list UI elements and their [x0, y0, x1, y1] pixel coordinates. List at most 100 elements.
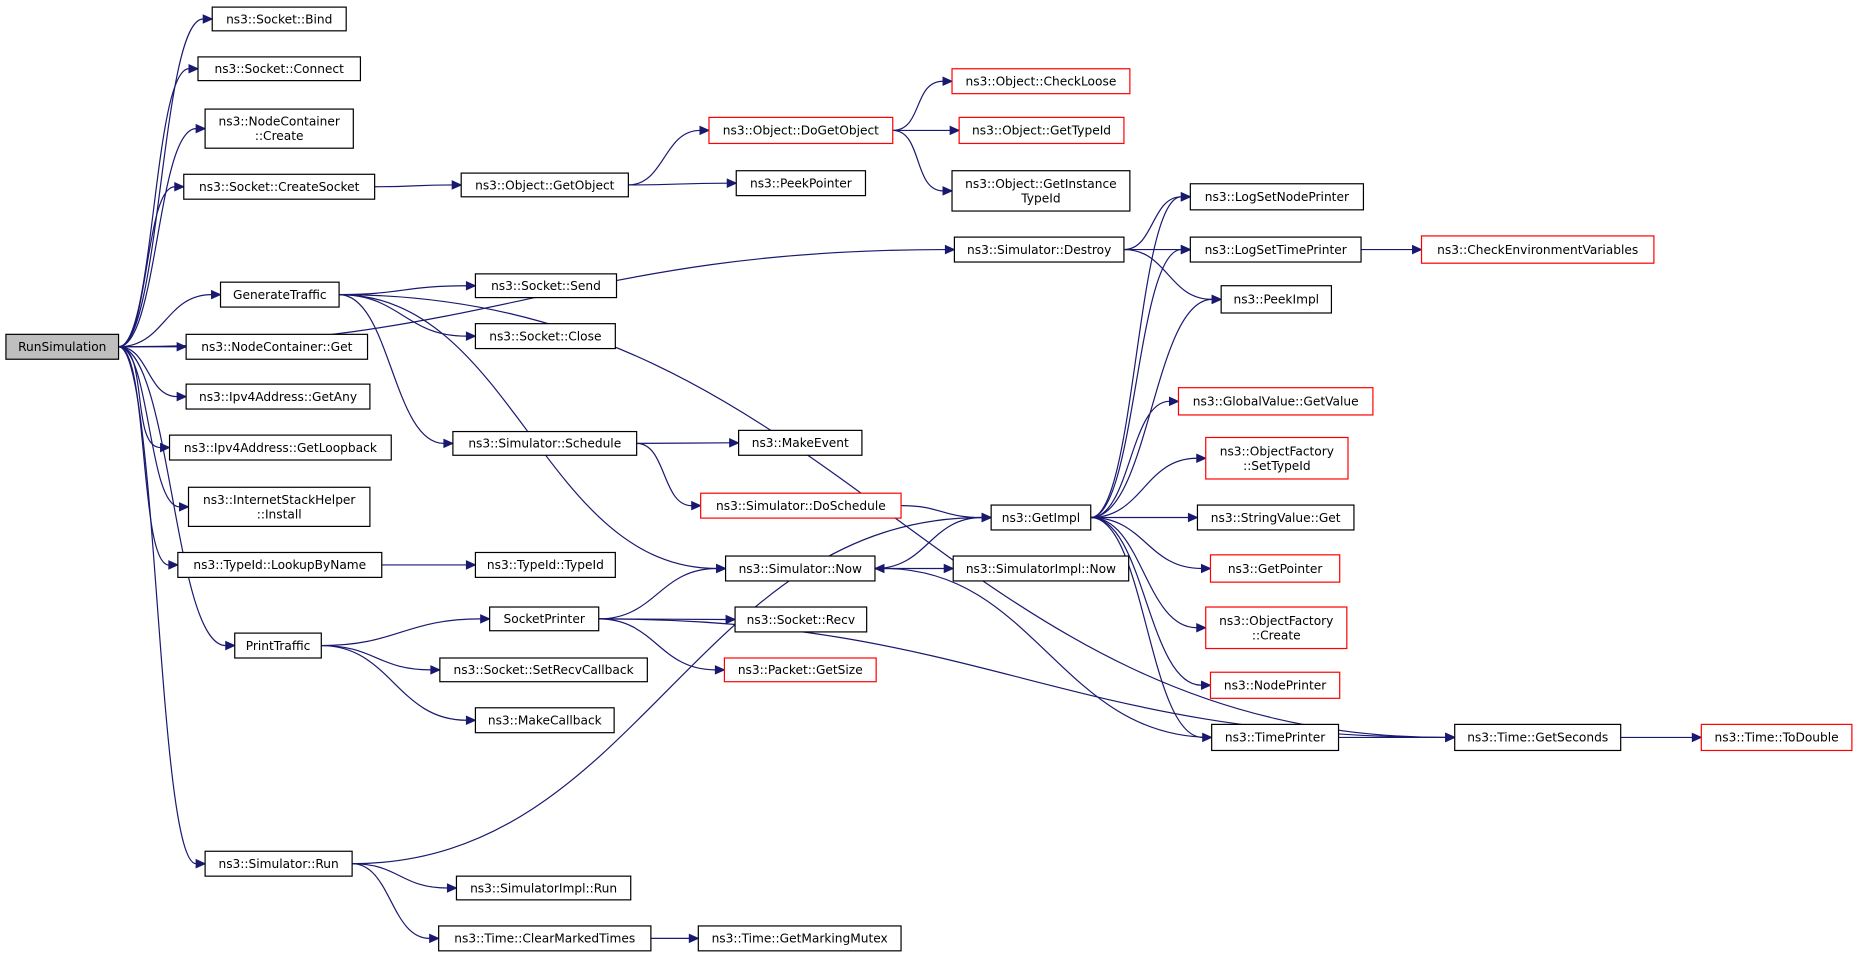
node-time-printer[interactable]: ns3::TimePrinter: [1211, 723, 1340, 752]
node-label: ns3::MakeEvent: [752, 436, 849, 450]
node-label: ns3::Time::ClearMarkedTimes: [454, 932, 635, 946]
node-box: [204, 850, 353, 877]
node-sim-now[interactable]: ns3::Simulator::Now: [724, 555, 876, 582]
node-label: ns3::Socket::Close: [489, 329, 601, 343]
node-box: [219, 281, 340, 308]
node-create-socket[interactable]: ns3::Socket::CreateSocket: [183, 173, 376, 200]
node-label: ns3::Object::CheckLoose: [966, 75, 1117, 89]
node-set-recv-callback[interactable]: ns3::Socket::SetRecvCallback: [439, 657, 648, 683]
edge-socket-printer-to-get-size: [598, 618, 726, 675]
node-label: ns3::Socket::Connect: [214, 62, 344, 76]
node-check-env-vars[interactable]: ns3::CheckEnvironmentVariables: [1420, 235, 1655, 264]
edge-schedule-to-make-event: [636, 438, 740, 448]
node-node-printer[interactable]: ns3::NodePrinter: [1209, 671, 1341, 699]
node-nccreate[interactable]: ns3::NodeContainer::Create: [204, 108, 354, 149]
node-label: ns3::Object::GetTypeId: [972, 124, 1111, 138]
node-box: [1211, 723, 1340, 752]
node-do-get-object[interactable]: ns3::Object::DoGetObject: [708, 116, 894, 145]
node-label: ns3::NodeContainer::Get: [201, 340, 352, 354]
node-print-traffic[interactable]: PrintTraffic: [234, 632, 322, 659]
node-label: GenerateTraffic: [233, 288, 327, 302]
node-box: [1205, 436, 1349, 480]
node-label: ns3::Simulator::Destroy: [967, 243, 1111, 257]
node-label: ns3::Simulator::DoSchedule: [716, 499, 886, 513]
node-connect[interactable]: ns3::Socket::Connect: [197, 56, 362, 82]
node-box: [452, 430, 638, 456]
node-generate-traffic[interactable]: GenerateTraffic: [219, 281, 340, 308]
node-label: ns3::LogSetNodePrinter: [1205, 190, 1350, 204]
node-lookup-by-name[interactable]: ns3::TypeId::LookupByName: [177, 551, 383, 578]
edge-destroy-to-log-set-node-printer: [1123, 192, 1192, 251]
node-schedule[interactable]: ns3::Simulator::Schedule: [452, 430, 638, 456]
node-label: ns3::PeekImpl: [1233, 293, 1319, 307]
node-ofset-type-id[interactable]: ns3::ObjectFactory::SetTypeId: [1205, 436, 1349, 480]
edge-get-impl-to-log-set-node-printer: [1090, 192, 1192, 519]
node-box: [204, 108, 354, 149]
node-get-seconds[interactable]: ns3::Time::GetSeconds: [1454, 723, 1622, 752]
node-gvget-value[interactable]: ns3::GlobalValue::GetValue: [1177, 387, 1374, 416]
node-type-id-type-id[interactable]: ns3::TypeId::TypeId: [474, 551, 616, 578]
edge-do-get-object-to-get-instance-type-id: [892, 129, 954, 196]
edge-run-simulation-to-generate-traffic: [118, 289, 222, 348]
node-send[interactable]: ns3::Socket::Send: [474, 273, 618, 299]
edge-get-impl-to-get-pointer: [1090, 516, 1212, 574]
node-sim-run[interactable]: ns3::Simulator::Run: [204, 850, 353, 877]
node-get-size[interactable]: ns3::Packet::GetSize: [723, 657, 877, 683]
node-box: [1700, 723, 1853, 752]
node-label: ns3::MakeCallback: [488, 714, 603, 728]
node-box: [1205, 606, 1348, 650]
node-box: [185, 333, 369, 360]
node-close[interactable]: ns3::Socket::Close: [474, 323, 616, 350]
node-label: ns3::Time::GetSeconds: [1467, 731, 1608, 745]
node-socket-printer[interactable]: SocketPrinter: [489, 606, 600, 632]
node-log-set-node-printer[interactable]: ns3::LogSetNodePrinter: [1189, 183, 1365, 211]
node-svget[interactable]: ns3::StringValue::Get: [1196, 504, 1355, 531]
edge-get-impl-to-svget: [1090, 512, 1199, 523]
node-log-set-time-printer[interactable]: ns3::LogSetTimePrinter: [1189, 236, 1362, 263]
node-label: ::SetTypeId: [1243, 459, 1311, 473]
edge-sim-run-to-clear-marked-times: [352, 863, 440, 944]
node-sim-impl-run[interactable]: ns3::SimulatorImpl::Run: [455, 875, 632, 901]
edge-generate-traffic-to-close: [339, 294, 477, 341]
node-make-callback[interactable]: ns3::MakeCallback: [474, 707, 615, 734]
node-ofcreate[interactable]: ns3::ObjectFactory::Create: [1205, 606, 1348, 650]
node-run-simulation[interactable]: RunSimulation: [5, 333, 120, 360]
node-check-loose[interactable]: ns3::Object::CheckLoose: [951, 68, 1131, 95]
node-label: ::Install: [257, 507, 302, 521]
node-recv[interactable]: ns3::Socket::Recv: [734, 606, 868, 633]
node-ncget[interactable]: ns3::NodeContainer::Get: [185, 333, 369, 360]
node-label: ns3::Object::GetInstance: [965, 177, 1117, 191]
node-label: RunSimulation: [18, 340, 106, 354]
node-box: [735, 170, 867, 197]
node-get-type-id[interactable]: ns3::Object::GetTypeId: [958, 116, 1125, 145]
node-peek-impl[interactable]: ns3::PeekImpl: [1220, 285, 1333, 314]
node-get-object[interactable]: ns3::Object::GetObject: [460, 172, 629, 198]
node-label: ns3::TypeId::LookupByName: [193, 558, 366, 572]
node-box: [187, 486, 371, 528]
node-bind[interactable]: ns3::Socket::Bind: [211, 6, 347, 32]
edge-clear-marked-times-to-get-marking-mutex: [650, 933, 700, 944]
edge-run-simulation-to-lookup-by-name: [118, 346, 180, 570]
node-box: [738, 429, 863, 456]
node-label: ns3::NodeContainer: [219, 115, 341, 129]
node-get-impl[interactable]: ns3::GetImpl: [990, 504, 1092, 531]
node-do-schedule[interactable]: ns3::Simulator::DoSchedule: [700, 492, 902, 519]
node-get-marking-mutex[interactable]: ns3::Time::GetMarkingMutex: [697, 925, 902, 952]
edge-print-traffic-to-socket-printer: [321, 614, 491, 647]
node-box: [234, 632, 322, 659]
node-make-event[interactable]: ns3::MakeEvent: [738, 429, 863, 456]
node-get-loopback[interactable]: ns3::Ipv4Address::GetLoopback: [168, 434, 392, 461]
node-label: ns3::Simulator::Now: [739, 562, 862, 576]
node-clear-marked-times[interactable]: ns3::Time::ClearMarkedTimes: [438, 925, 652, 952]
node-get-any[interactable]: ns3::Ipv4Address::GetAny: [185, 383, 371, 410]
node-sim-impl-now[interactable]: ns3::SimulatorImpl::Now: [952, 555, 1130, 582]
node-install[interactable]: ns3::InternetStackHelper::Install: [187, 486, 371, 528]
node-box: [951, 170, 1131, 212]
node-destroy[interactable]: ns3::Simulator::Destroy: [953, 236, 1125, 263]
node-box: [177, 551, 383, 578]
node-get-pointer[interactable]: ns3::GetPointer: [1209, 554, 1341, 583]
node-to-double[interactable]: ns3::Time::ToDouble: [1700, 723, 1853, 752]
node-peek-pointer[interactable]: ns3::PeekPointer: [735, 170, 867, 197]
node-box: [1196, 504, 1355, 531]
